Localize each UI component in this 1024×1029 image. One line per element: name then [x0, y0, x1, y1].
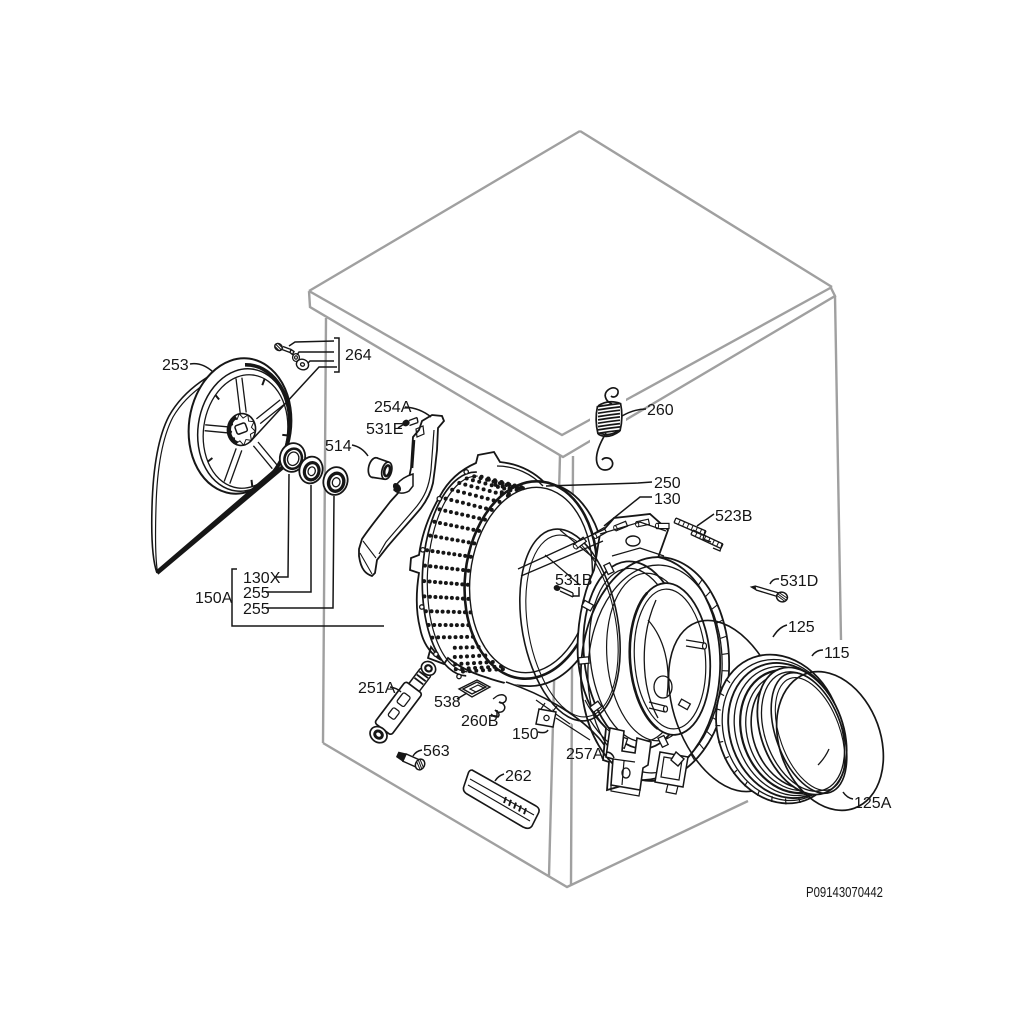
svg-text:523B: 523B: [715, 508, 752, 525]
svg-text:531B: 531B: [555, 572, 592, 589]
svg-text:130: 130: [654, 491, 681, 508]
svg-text:531D: 531D: [780, 573, 818, 590]
svg-text:514: 514: [325, 438, 352, 455]
svg-text:262: 262: [505, 768, 532, 785]
svg-text:130X: 130X: [243, 570, 281, 587]
svg-text:115: 115: [824, 645, 850, 662]
svg-text:150A: 150A: [195, 590, 233, 607]
svg-text:254A: 254A: [374, 399, 412, 416]
svg-text:250: 250: [654, 475, 681, 492]
svg-text:253: 253: [162, 357, 189, 374]
svg-text:150: 150: [512, 726, 539, 743]
svg-text:538: 538: [434, 694, 461, 711]
svg-text:251A: 251A: [358, 680, 396, 697]
svg-text:260: 260: [647, 402, 674, 419]
svg-text:531E: 531E: [366, 421, 403, 438]
svg-text:257A: 257A: [566, 746, 604, 763]
svg-text:255: 255: [243, 601, 270, 618]
svg-text:P09143070442: P09143070442: [806, 884, 883, 901]
svg-text:125: 125: [788, 619, 815, 636]
svg-text:563: 563: [423, 743, 450, 760]
svg-text:264: 264: [345, 347, 372, 364]
svg-text:255: 255: [243, 585, 270, 602]
svg-text:260B: 260B: [461, 713, 498, 730]
svg-text:125A: 125A: [854, 795, 892, 812]
